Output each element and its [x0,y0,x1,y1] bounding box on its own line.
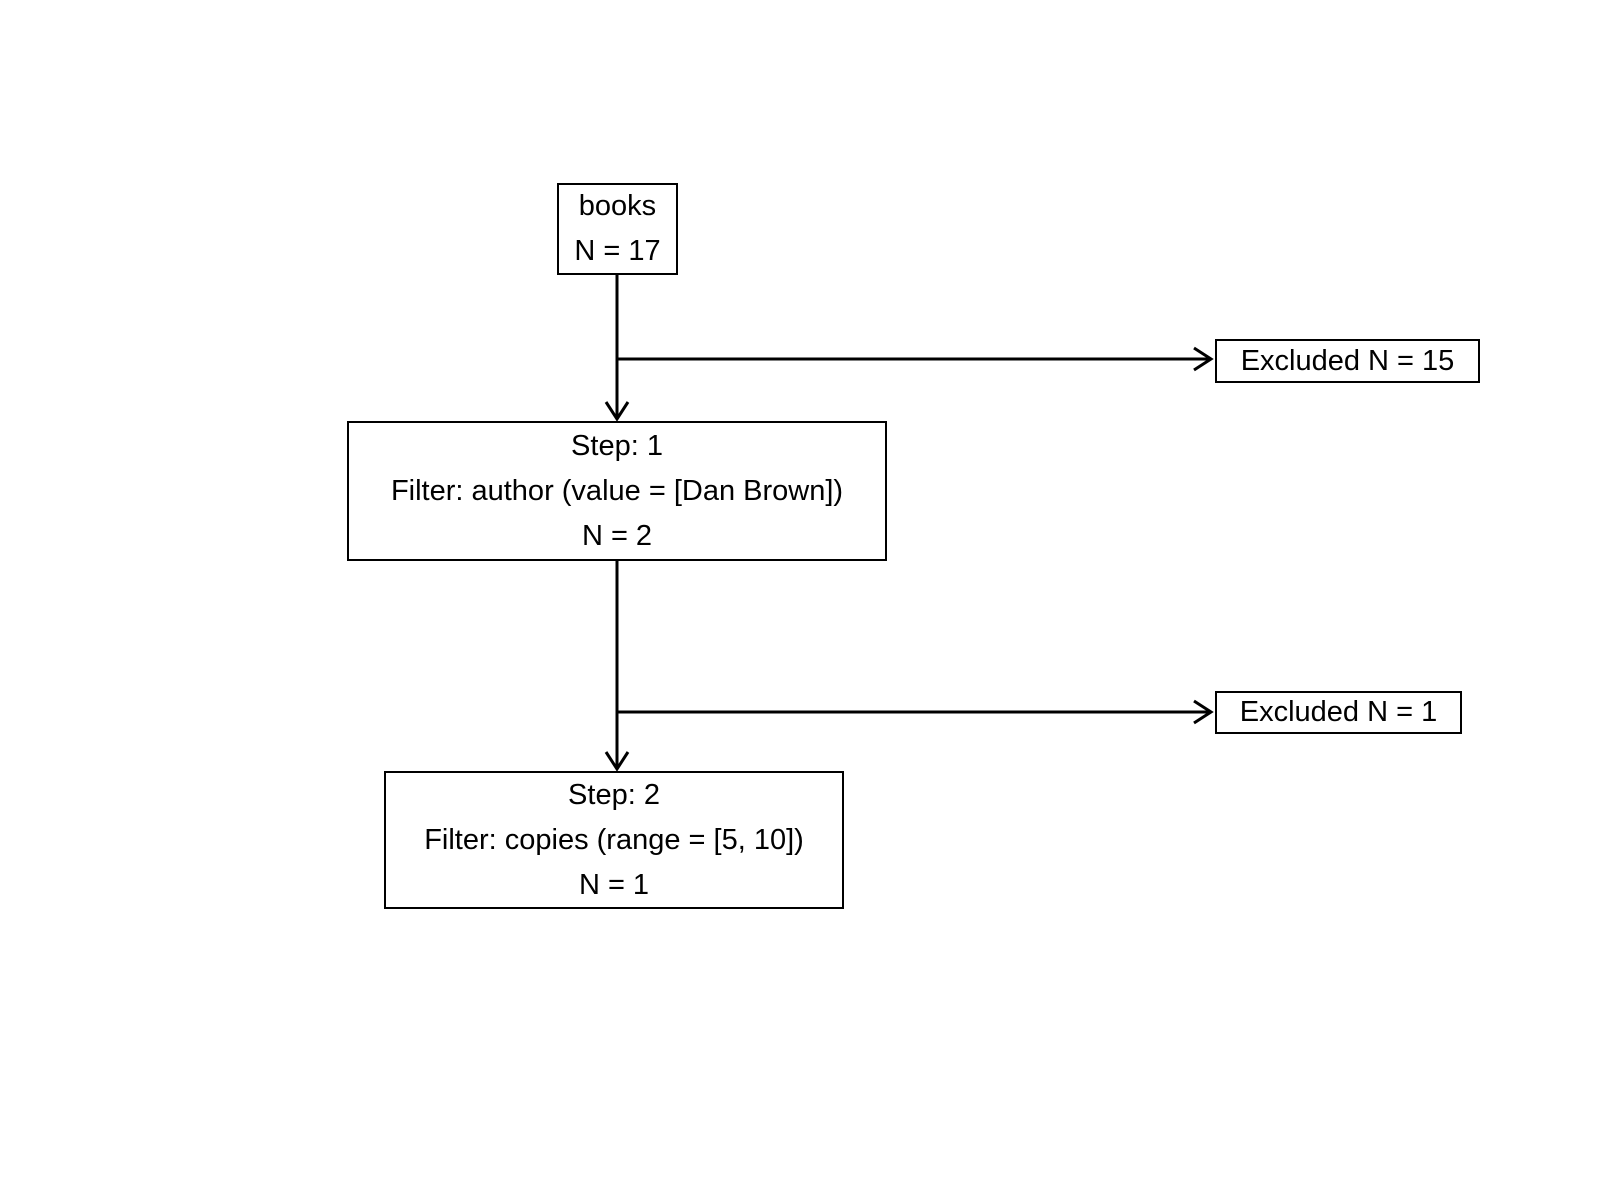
step1-title: Step: 1 [571,429,663,462]
step1-count: N = 2 [581,519,653,552]
node-source-books: books N = 17 [557,183,678,275]
source-count: N = 17 [574,235,661,267]
node-excluded-step1: Excluded N = 15 [1215,339,1480,383]
step1-filter-description: Filter: author (value = [Dan Brown]) [390,474,844,507]
step2-filter-description: Filter: copies (range = [5, 10]) [424,823,804,856]
node-step2: Step: 2 Filter: copies (range = [5, 10])… [384,771,844,909]
node-excluded-step2: Excluded N = 1 [1215,691,1462,734]
step2-count: N = 1 [578,868,650,901]
step2-title: Step: 2 [568,778,660,811]
excluded-step2-label: Excluded N = 1 [1239,696,1438,728]
arrowhead-source-to-step1 [604,401,630,422]
arrowhead-step1-to-step2 [604,751,630,772]
node-step1: Step: 1 Filter: author (value = [Dan Bro… [347,421,887,561]
excluded-step1-label: Excluded N = 15 [1240,344,1455,377]
arrowhead-to-excluded2 [1193,699,1214,725]
arrowhead-to-excluded1 [1193,346,1214,372]
source-dataset-name: books [578,190,657,222]
